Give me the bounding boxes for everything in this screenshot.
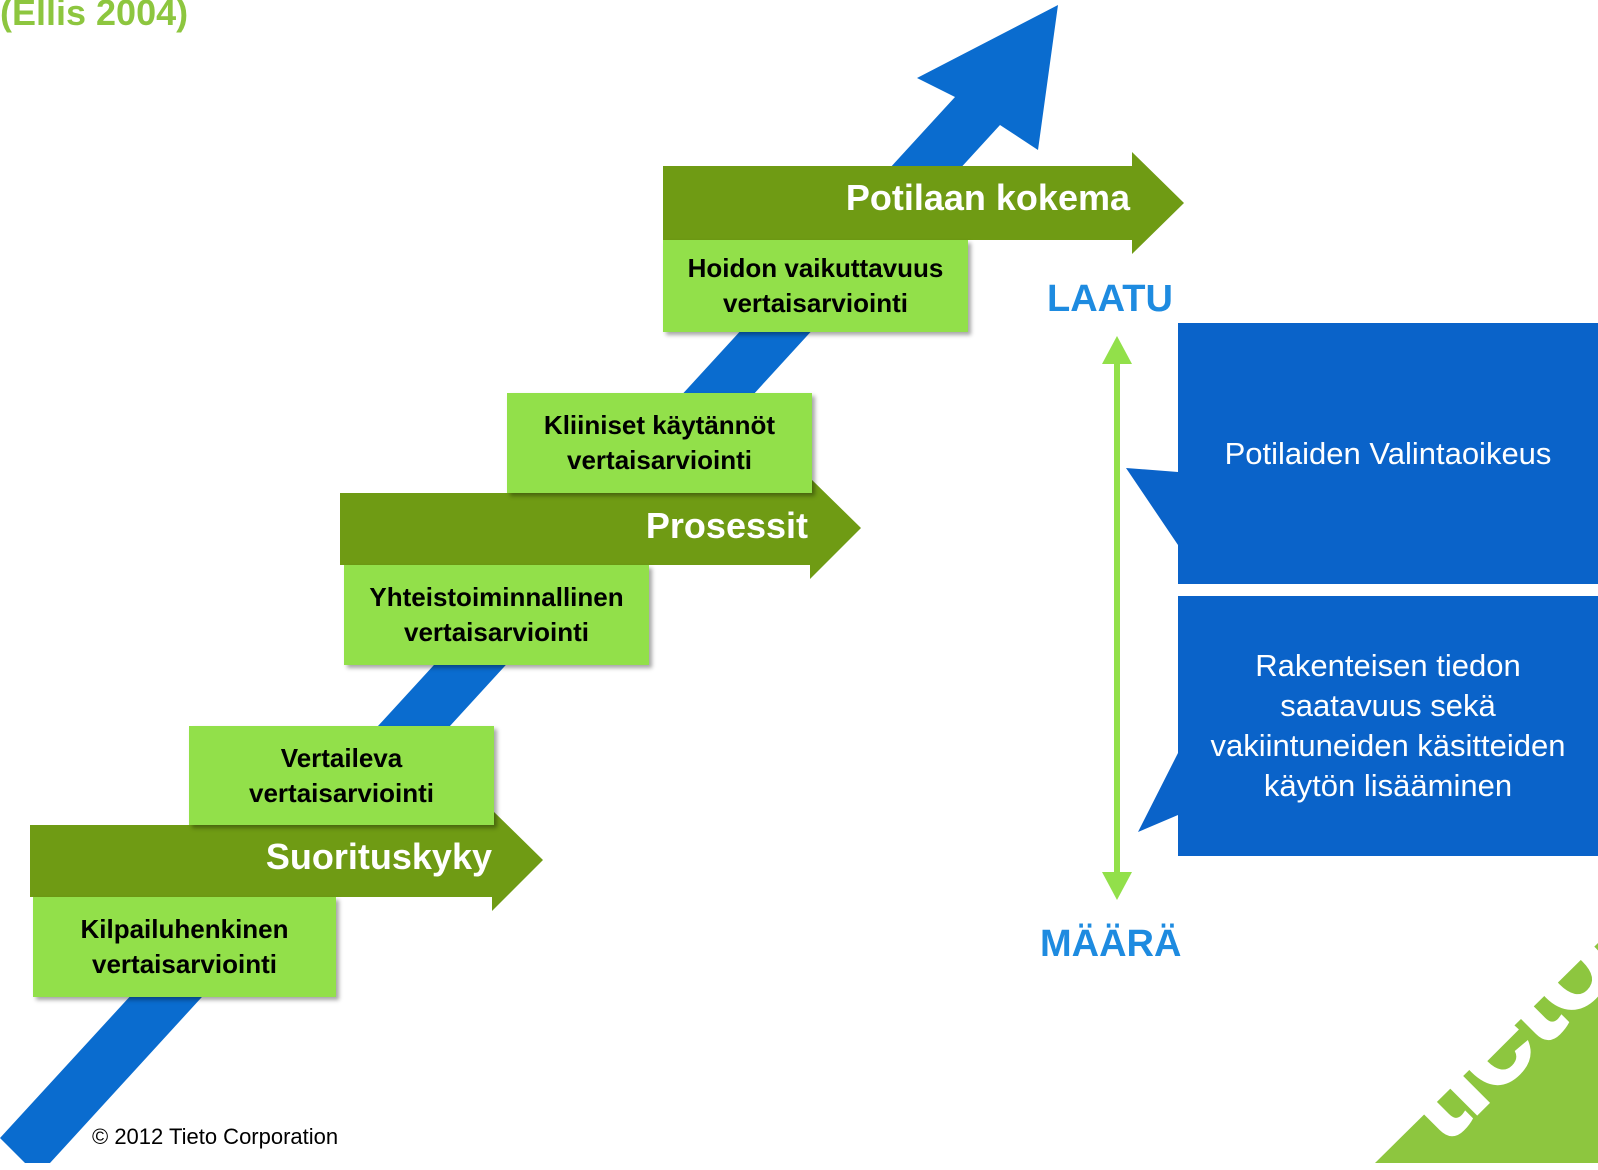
axis-arrowhead-down bbox=[1102, 872, 1132, 900]
axis-label-maara: MÄÄRÄ bbox=[1040, 923, 1182, 965]
callout-valintaoikeus bbox=[1126, 323, 1598, 584]
label-potilaan-kokema: Potilaan kokema bbox=[845, 177, 1130, 218]
copyright-notice: © 2012 Tieto Corporation bbox=[92, 1124, 339, 1149]
box-vertaileva: Vertaileva vertaisarviointi bbox=[189, 726, 494, 825]
box-kliiniset-kaytannot: Kliiniset käytännöt vertaisarviointi bbox=[507, 393, 812, 493]
axis-label-laatu: LAATU bbox=[1047, 278, 1173, 320]
box-kilpailuhenkinen: Kilpailuhenkinen vertaisarviointi bbox=[33, 897, 336, 997]
axis-arrowhead-up bbox=[1102, 336, 1132, 364]
callout-rakenteisen bbox=[1138, 596, 1598, 856]
arrow-potilaan-kokema bbox=[663, 152, 1184, 254]
arrow-suorituskyky bbox=[30, 810, 543, 911]
label-prosessit: Prosessit bbox=[645, 505, 808, 546]
tieto-logo-shape bbox=[1375, 943, 1598, 1163]
callout-text-valintaoikeus: Potilaiden Valintaoikeus bbox=[1224, 435, 1552, 471]
label-suorituskyky: Suorituskyky bbox=[265, 836, 492, 877]
arrow-prosessit bbox=[340, 478, 861, 579]
callout-text-rakenteisen: Rakenteisen tiedon saatavuus sekä vakiin… bbox=[1210, 648, 1566, 803]
box-hoidon-vaikuttavuus: Hoidon vaikuttavuus vertaisarviointi bbox=[663, 240, 968, 332]
source-citation: (Ellis 2004) bbox=[0, 0, 189, 33]
box-yhteistoiminnallinen: Yhteistoiminnallinen vertaisarviointi bbox=[344, 565, 649, 665]
